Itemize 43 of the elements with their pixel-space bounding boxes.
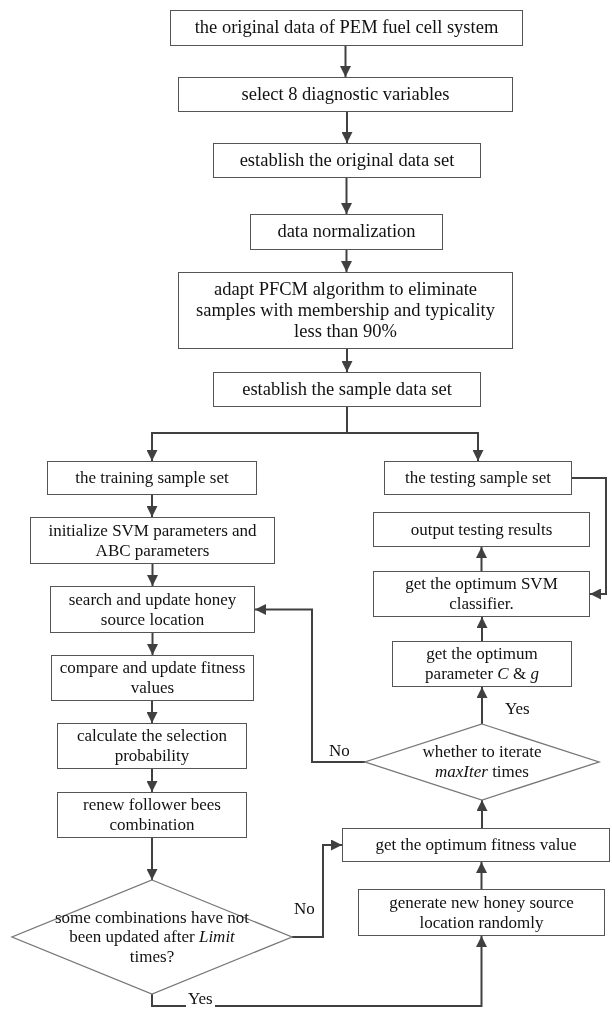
decision-text: some combinations have not been updated after Limit times? — [53, 907, 251, 967]
arrow — [476, 861, 487, 890]
arrow — [341, 177, 352, 215]
process-box: establish the original data set — [213, 143, 481, 178]
arrow — [291, 839, 343, 938]
process-box: compare and update fitness values — [51, 655, 254, 701]
process-box: get the optimum fitness value — [342, 828, 610, 862]
process-box: renew follower bees combination — [57, 792, 247, 838]
process-box: search and update honey source location — [50, 586, 255, 633]
arrow — [341, 249, 352, 273]
arrow — [571, 477, 607, 600]
process-box: the testing sample set — [384, 461, 572, 495]
arrow — [254, 604, 366, 763]
arrow — [476, 686, 488, 725]
arrow — [476, 799, 488, 829]
arrow — [146, 700, 158, 724]
process-box: get the optimum parameter C & g — [392, 641, 572, 687]
arrow — [147, 563, 158, 587]
arrow — [146, 768, 158, 793]
process-box: generate new honey source location randomly — [358, 889, 605, 936]
decision-diamond — [12, 880, 292, 994]
arrow — [476, 546, 487, 572]
decision-text: whether to iterate maxIter times — [421, 742, 543, 782]
process-box: output testing results — [373, 512, 590, 547]
process-box: calculate the selection probability — [57, 723, 247, 769]
process-box: initialize SVM parameters and ABC parameters — [30, 517, 275, 564]
decision-diamond — [365, 724, 599, 800]
process-box: data normalization — [250, 214, 443, 250]
arrow — [476, 616, 488, 642]
edge-label: Yes — [186, 990, 215, 1009]
arrow — [146, 494, 158, 518]
process-box: the original data of PEM fuel cell system — [170, 10, 523, 46]
process-box: get the optimum SVM classifier. — [373, 571, 590, 617]
arrow — [151, 935, 487, 1007]
process-box: adapt PFCM algorithm to eliminate samples with membership and typicality less than 90% — [178, 272, 513, 349]
arrow — [341, 111, 353, 144]
process-box: select 8 diagnostic variables — [178, 77, 513, 112]
process-box: establish the sample data set — [213, 372, 481, 407]
arrow — [147, 632, 158, 656]
process-box: the training sample set — [47, 461, 257, 495]
arrow — [340, 45, 351, 78]
arrow — [341, 348, 353, 373]
arrow — [146, 837, 158, 881]
